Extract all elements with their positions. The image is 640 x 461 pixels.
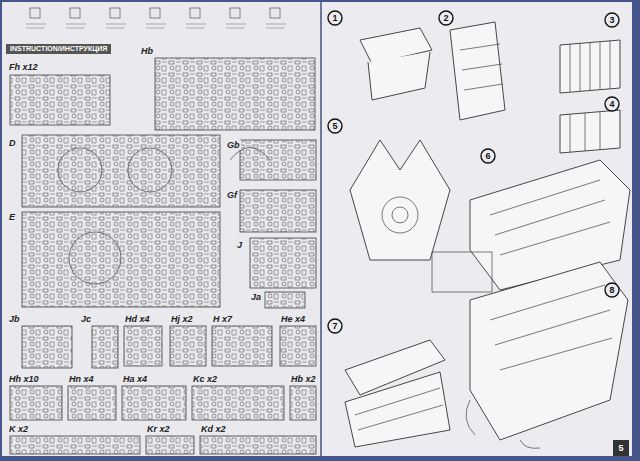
sprue-label: H x7 [212,314,233,324]
sprue-label: D [8,138,17,148]
step-number: 4 [604,96,620,112]
step-number-text: 4 [609,99,614,109]
step-number: 7 [327,318,343,334]
step-number: 1 [327,10,343,26]
step-number: 6 [480,148,496,164]
sprue-label: Kc x2 [192,374,218,384]
sprue-label: J [236,240,243,250]
step-number-text: 1 [332,13,337,23]
sprue-label: Kr x2 [146,424,171,434]
sprue-label: Jb [8,314,21,324]
sprue-label: Ha x4 [122,374,148,384]
sprue-label: Gb [226,140,241,150]
sprue-label: Ja [250,292,262,302]
step-number-text: 7 [332,321,337,331]
sprue-label: Hj x2 [170,314,194,324]
step-number-text: 3 [609,15,614,25]
page-number-text: 5 [618,443,623,453]
sprue-label: E [8,212,16,222]
sprue-label: Fh x12 [8,62,39,72]
step-number-text: 2 [443,13,448,23]
step-number-text: 5 [332,121,337,131]
step-number-text: 6 [485,151,490,161]
sprue-label: Hn x4 [68,374,95,384]
section-title: INSTRUCTION/ИНСТРУКЦИЯ [6,44,111,54]
step-number: 2 [438,10,454,26]
step-number-text: 8 [609,285,614,295]
step-number: 8 [604,282,620,298]
sprue-label: Hb x2 [290,374,317,384]
sprue-label: Hd x4 [124,314,151,324]
sprue-label: Hb [140,46,154,56]
step-number: 3 [604,12,620,28]
sprue-label: K x2 [8,424,29,434]
sprue-label: Hh x10 [8,374,40,384]
sprue-label: Gf [226,190,238,200]
sprue-label: Jc [80,314,92,324]
step-number: 5 [327,118,343,134]
page-number: 5 [613,440,629,456]
sprue-label: He x4 [280,314,306,324]
sprue-label: Kd x2 [200,424,227,434]
